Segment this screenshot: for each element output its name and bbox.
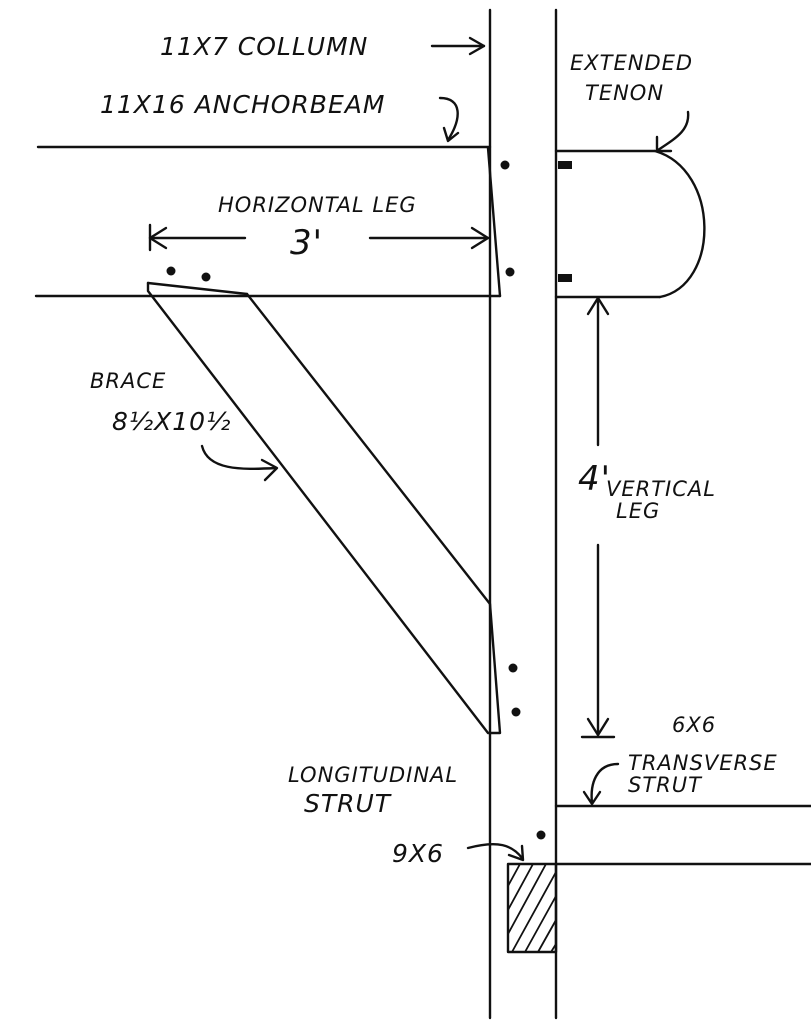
peg (505, 267, 515, 277)
dim-arrow-left (148, 226, 168, 250)
leaders (200, 36, 690, 862)
vertical-dimension-label: 4' (578, 459, 611, 499)
wedge-top (558, 161, 572, 169)
pegs (166, 160, 546, 840)
tenon-rounded-end (653, 149, 706, 299)
transverse-leader-head (582, 790, 602, 806)
vertical-leg-label-line2: LEG (616, 499, 660, 523)
longitudinal-leader (466, 843, 524, 860)
peg (536, 830, 546, 840)
extended-tenon (554, 149, 706, 299)
longitudinal-strut-section (506, 862, 558, 954)
anchor-beam-end (486, 146, 502, 298)
horizontal-dimension-label: 3' (290, 223, 323, 263)
transverse-size-label: 6X6 (672, 713, 716, 737)
anchor-beam-label: 11X16 ANCHORBEAM (100, 90, 385, 119)
peg (201, 272, 211, 282)
peg (500, 160, 510, 170)
anchor-beam-leader-head (442, 126, 460, 143)
brace-label-line2: 8½X10½ (112, 407, 231, 436)
peg (511, 707, 521, 717)
peg (166, 266, 176, 276)
brace-top-shoulder (146, 281, 249, 296)
labels: 11X7 COLLUMN 11X16 ANCHORBEAM EXTENDED T… (90, 32, 778, 868)
tenon-leader (656, 110, 690, 152)
transverse-label-line1: TRANSVERSE (628, 751, 778, 775)
anchor-beam (34, 145, 502, 298)
wedge-bottom (558, 274, 572, 282)
brace-outline (146, 281, 502, 735)
longitudinal-leader-head (507, 844, 525, 862)
longitudinal-size-label: 9X6 (392, 839, 444, 868)
horizontal-dimension (148, 223, 490, 252)
column (488, 8, 558, 1020)
anchor-beam-leader (438, 96, 459, 142)
extended-tenon-label-line1: EXTENDED (570, 51, 693, 75)
extended-tenon-label-line2: TENON (585, 81, 664, 105)
transverse-label-line2: STRUT (628, 773, 703, 797)
brace (146, 281, 502, 735)
vdim-arrow-bottom (586, 717, 610, 737)
longitudinal-label-line2: STRUT (304, 789, 392, 818)
brace-leader-head (260, 458, 279, 482)
vertical-dimension (580, 296, 616, 739)
column-label: 11X7 COLLUMN (160, 32, 368, 61)
section-hatching (507, 863, 557, 953)
tenon-leader-head (655, 135, 673, 153)
brace-leader (200, 444, 278, 470)
brace-label-line1: BRACE (90, 369, 166, 393)
dim-arrow-right (470, 226, 490, 250)
peg (508, 663, 518, 673)
vdim-arrow-top (586, 296, 610, 316)
transverse-leader (590, 762, 620, 805)
vertical-leg-label-line1: VERTICAL (606, 477, 716, 501)
horizontal-leg-label: HORIZONTAL LEG (218, 193, 417, 217)
longitudinal-label-line1: LONGITUDINAL (288, 763, 458, 787)
column-leader-head (468, 36, 486, 56)
transverse-strut (554, 804, 811, 866)
